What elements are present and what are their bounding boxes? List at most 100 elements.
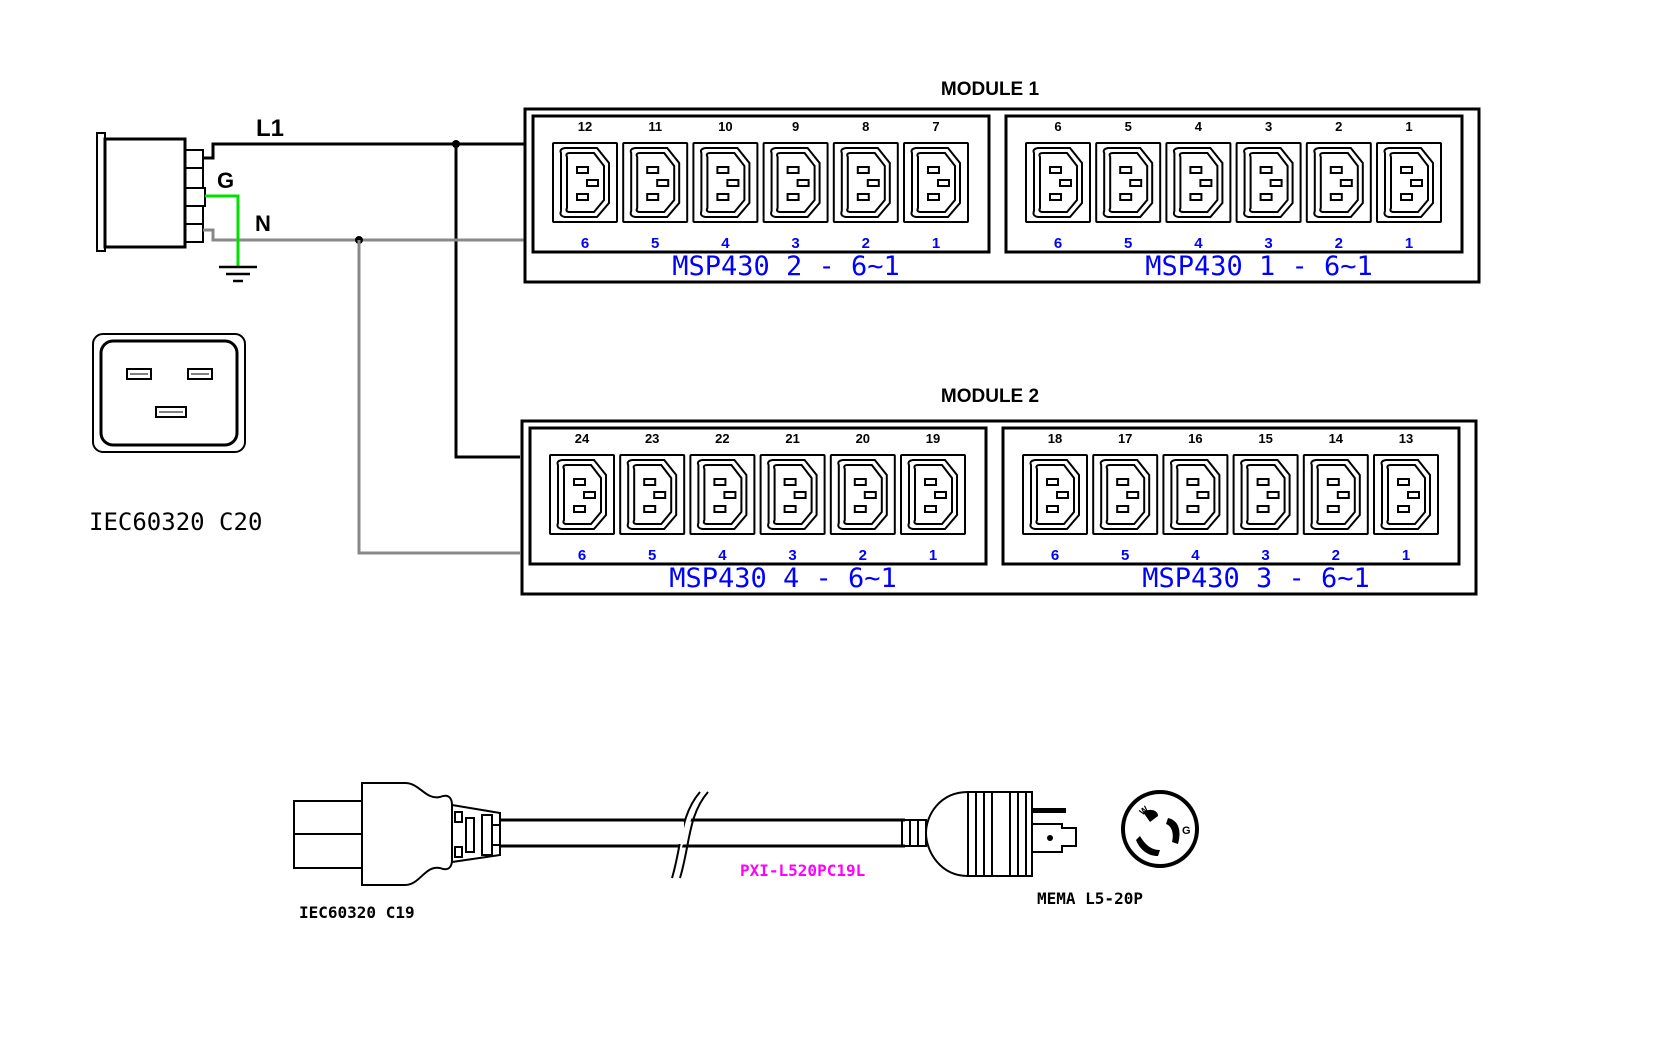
outlet-index: 2 xyxy=(859,547,867,564)
c19-label: IEC60320 C19 xyxy=(299,903,415,922)
outlet-number: 5 xyxy=(1125,119,1132,134)
outlet-number: 17 xyxy=(1118,431,1132,446)
outlet-index: 4 xyxy=(721,235,730,252)
outlet-group-label: MSP430 4 - 6~1 xyxy=(669,563,897,594)
outlet-number: 21 xyxy=(785,431,799,446)
outlet-index: 6 xyxy=(581,235,589,252)
outlet-index: 1 xyxy=(932,235,940,252)
ground-symbol-icon xyxy=(219,265,257,283)
inlet-pin-n xyxy=(184,223,204,243)
c13-outlet-icon[interactable] xyxy=(1092,454,1159,535)
outlet-index: 5 xyxy=(1121,547,1129,564)
c20-face-icon xyxy=(92,333,246,453)
c13-outlet-icon[interactable] xyxy=(1095,142,1162,223)
inlet-pin-l xyxy=(184,149,204,169)
outlet-index: 3 xyxy=(1261,547,1269,564)
c13-outlet-icon[interactable] xyxy=(1373,454,1439,535)
inlet-body xyxy=(103,137,187,249)
c13-outlet-icon[interactable] xyxy=(759,454,826,535)
outlet-number: 13 xyxy=(1399,431,1413,446)
outlet-number: 3 xyxy=(1265,119,1272,134)
outlet-number: 15 xyxy=(1258,431,1272,446)
outlet-index: 2 xyxy=(1335,235,1343,252)
module-frame xyxy=(523,107,1481,284)
c13-outlet-icon[interactable] xyxy=(552,142,618,223)
c13-outlet-icon[interactable] xyxy=(622,142,689,223)
c13-outlet-icon[interactable] xyxy=(829,454,896,535)
c13-outlet-icon[interactable] xyxy=(549,454,615,535)
outlet-number: 2 xyxy=(1335,119,1342,134)
label-l1: L1 xyxy=(256,115,284,142)
outlet-number: 12 xyxy=(578,119,592,134)
outlet-number: 1 xyxy=(1405,119,1412,134)
outlet-number: 18 xyxy=(1048,431,1062,446)
outlet-index: 3 xyxy=(791,235,799,252)
outlet-index: 4 xyxy=(718,547,727,564)
module-title: MODULE 2 xyxy=(941,386,1039,407)
outlet-index: 3 xyxy=(788,547,796,564)
outlet-index: 1 xyxy=(1405,235,1413,252)
outlet-index: 1 xyxy=(929,547,937,564)
outlet-group-label: MSP430 3 - 6~1 xyxy=(1142,563,1370,594)
wire-n xyxy=(203,228,525,242)
c13-outlet-icon[interactable] xyxy=(1165,142,1232,223)
outlet-number: 8 xyxy=(862,119,869,134)
c13-outlet-icon[interactable] xyxy=(1376,142,1442,223)
c13-outlet-icon[interactable] xyxy=(1232,454,1299,535)
outlet-group-frame xyxy=(1001,426,1461,566)
inlet-pin-g-housing xyxy=(184,167,204,189)
c13-outlet-icon[interactable] xyxy=(762,142,829,223)
outlet-number: 20 xyxy=(856,431,870,446)
outlet-number: 14 xyxy=(1329,431,1344,446)
outlet-group-frame xyxy=(1004,114,1464,254)
outlet-group-frame xyxy=(528,426,988,566)
c13-outlet-icon[interactable] xyxy=(1022,454,1088,535)
outlet-index: 5 xyxy=(648,547,656,564)
c13-outlet-icon[interactable] xyxy=(689,454,756,535)
cord-cable xyxy=(500,791,905,879)
outlet-index: 6 xyxy=(1051,547,1059,564)
c13-outlet-icon[interactable] xyxy=(619,454,686,535)
c13-outlet-icon[interactable] xyxy=(1025,142,1091,223)
plug-face-g: G xyxy=(1182,825,1191,837)
c13-outlet-icon[interactable] xyxy=(903,142,969,223)
l5-20p-plug-icon xyxy=(901,790,1077,878)
label-g: G xyxy=(217,168,234,193)
module-title: MODULE 1 xyxy=(941,79,1040,100)
inlet-label: IEC60320 C20 xyxy=(89,508,262,536)
outlet-group-label: MSP430 1 - 6~1 xyxy=(1145,251,1373,282)
outlet-number: 4 xyxy=(1195,119,1203,134)
c13-outlet-icon[interactable] xyxy=(1235,142,1302,223)
c13-outlet-icon[interactable] xyxy=(832,142,899,223)
outlet-number: 10 xyxy=(718,119,732,134)
c13-outlet-icon[interactable] xyxy=(692,142,759,223)
c13-outlet-icon[interactable] xyxy=(900,454,966,535)
wire-g xyxy=(205,194,240,266)
outlet-index: 6 xyxy=(578,547,586,564)
outlet-index: 3 xyxy=(1264,235,1272,252)
wire-l1-module2 xyxy=(454,144,520,459)
c13-outlet-icon[interactable] xyxy=(1162,454,1229,535)
wire-l1 xyxy=(203,142,525,160)
c13-outlet-icon[interactable] xyxy=(1302,454,1369,535)
c19-connector-icon xyxy=(293,782,501,886)
outlet-group-frame xyxy=(531,114,991,254)
outlet-index: 2 xyxy=(1332,547,1340,564)
label-n: N xyxy=(255,211,271,236)
outlet-number: 19 xyxy=(926,431,940,446)
c13-outlet-icon[interactable] xyxy=(1305,142,1372,223)
outlet-number: 6 xyxy=(1054,119,1061,134)
outlet-index: 1 xyxy=(1402,547,1410,564)
outlet-group-label: MSP430 2 - 6~1 xyxy=(672,251,900,282)
outlet-number: 7 xyxy=(932,119,939,134)
inlet-side-view xyxy=(96,132,206,252)
inlet-pin-n-housing xyxy=(184,205,204,225)
outlet-index: 6 xyxy=(1054,235,1062,252)
